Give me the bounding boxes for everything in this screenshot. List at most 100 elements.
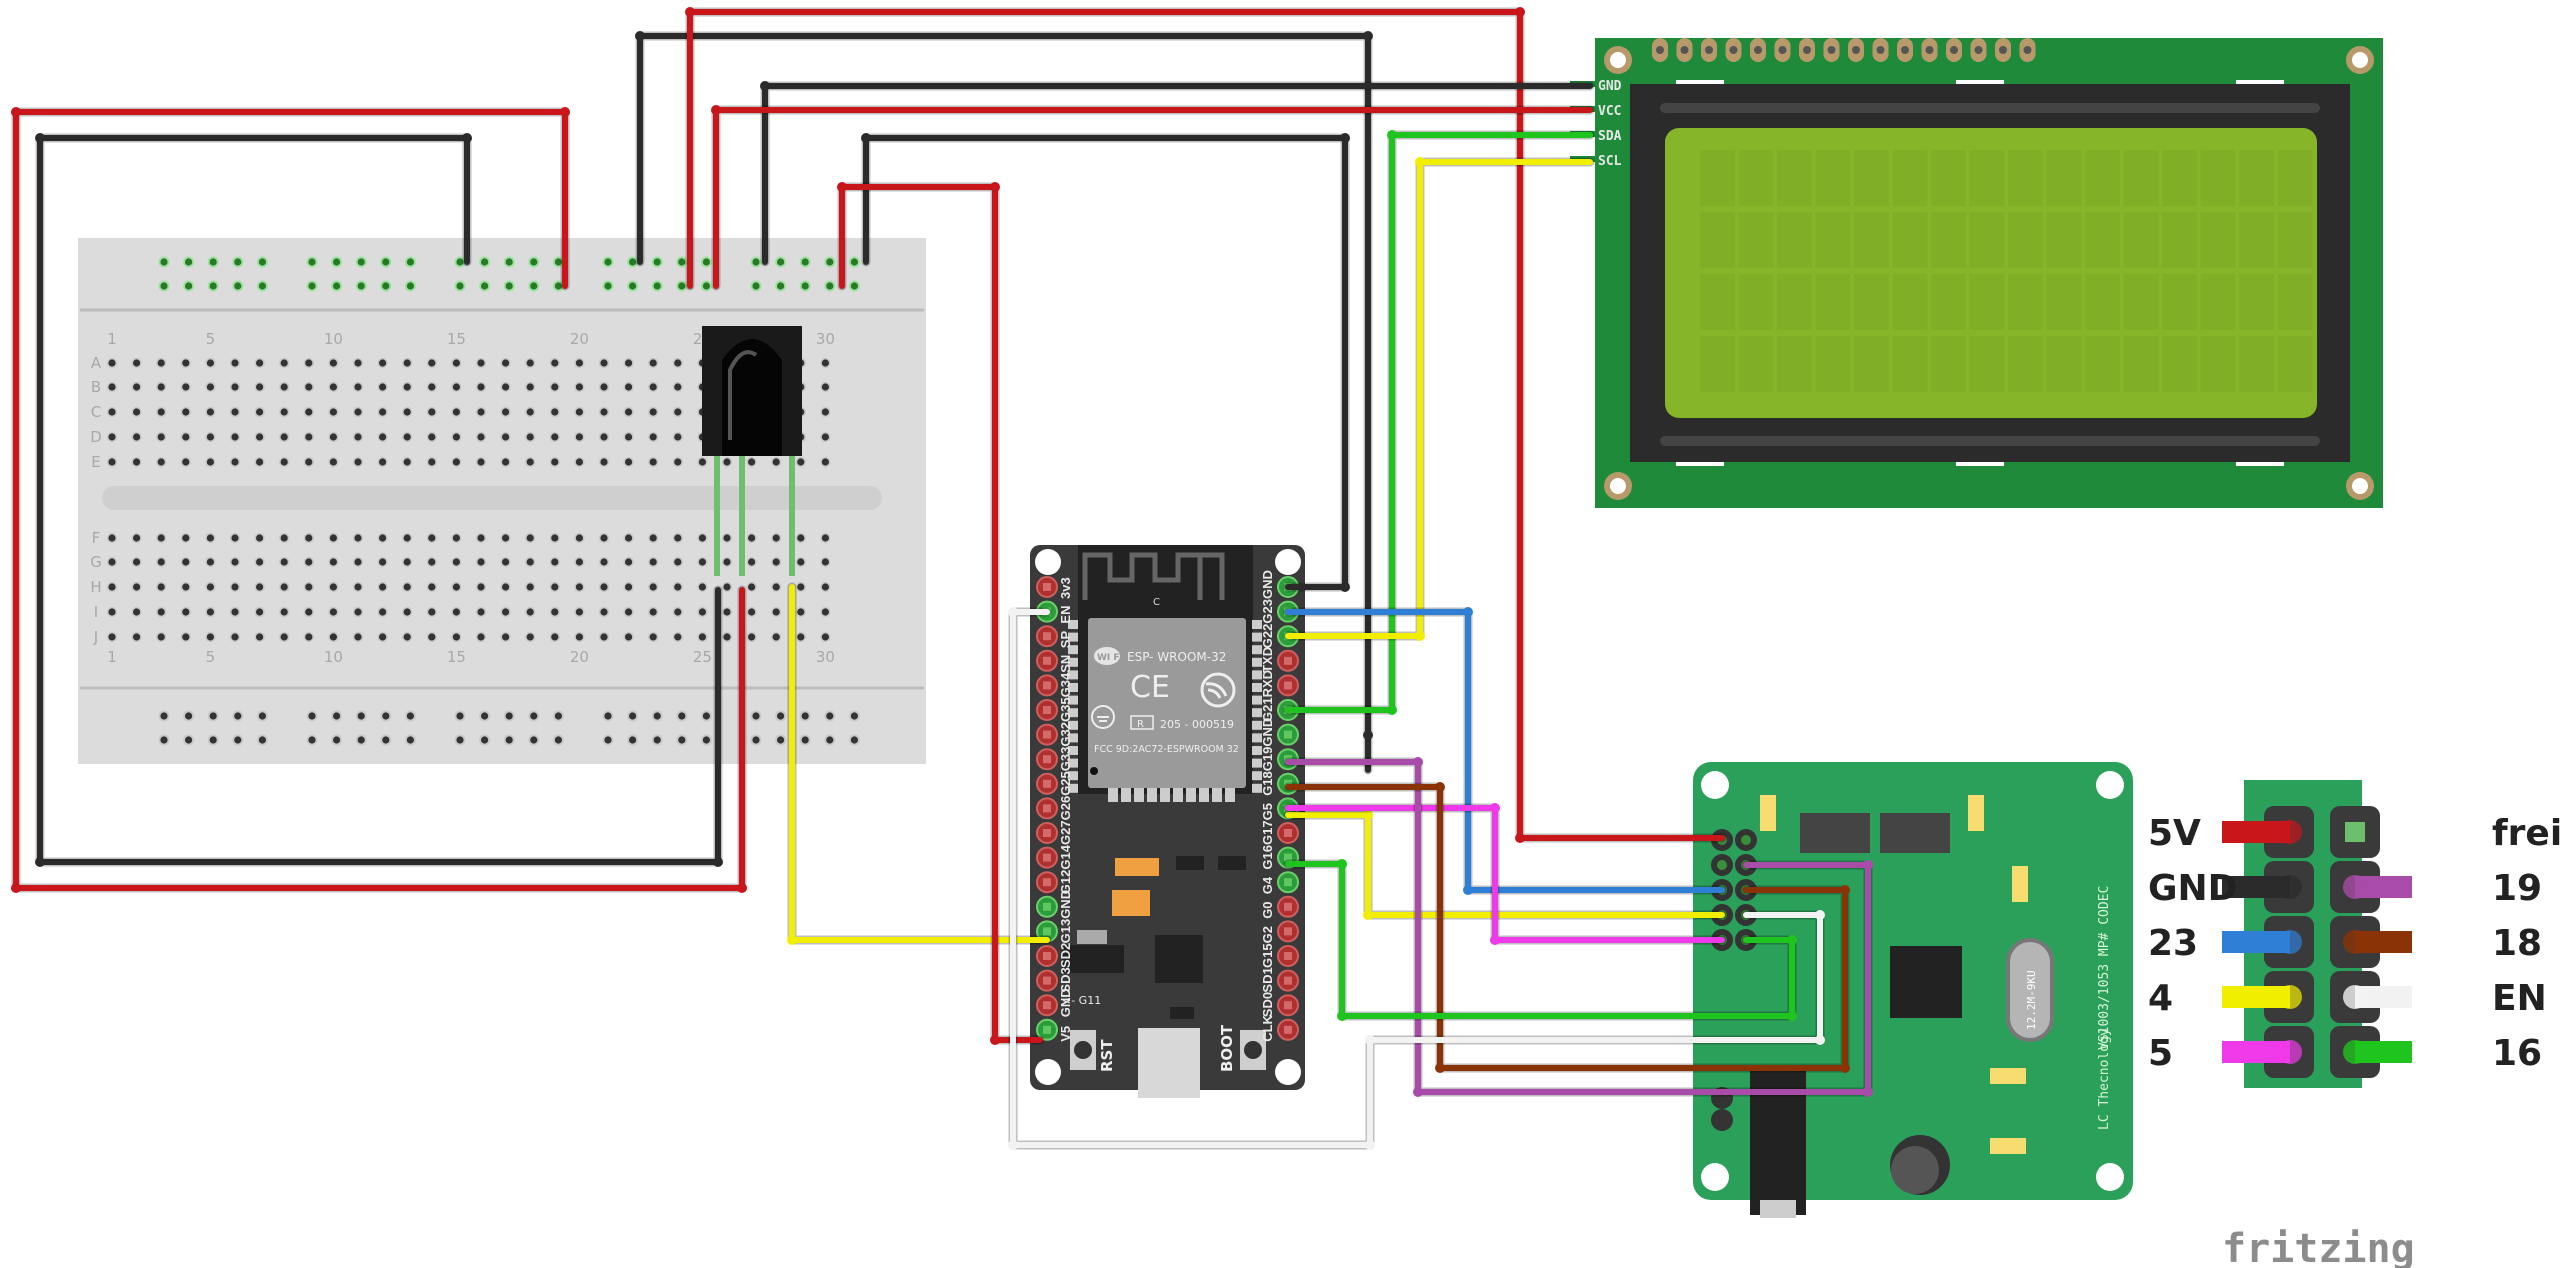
- breadboard-hole: [502, 558, 510, 566]
- breadboard-hole: [256, 633, 264, 641]
- wire-esp-gnd-outline: [861, 133, 1350, 592]
- esp32-pin-label: G5: [1260, 803, 1275, 820]
- micro-usb-port[interactable]: [1138, 1028, 1200, 1098]
- breadboard-hole: [600, 433, 608, 441]
- breadboard-hole: [329, 583, 337, 591]
- breadboard-hole: [575, 458, 584, 466]
- row-label: F: [92, 529, 101, 547]
- esp32-pin-pad: [1284, 779, 1292, 788]
- module-pad: [1068, 746, 1078, 755]
- rail-hole: [308, 282, 316, 290]
- breadboard-hole: [428, 433, 436, 441]
- crystal-label: 12.2M-9KU: [2025, 970, 2038, 1030]
- breadboard-hole: [797, 608, 805, 616]
- module-pad: [1252, 783, 1262, 793]
- wire-mosi-g23-outline: [1283, 607, 1727, 895]
- module-pad: [1199, 788, 1209, 802]
- breadboard-hole: [329, 458, 337, 466]
- breadboard-hole: [821, 583, 830, 591]
- lcd-character-grid: [1700, 150, 2313, 392]
- module-pad: [1252, 645, 1262, 655]
- breadboard-hole: [403, 408, 411, 416]
- wire-reset-en: [1010, 609, 1823, 1148]
- lcd-header-hole: [1656, 46, 1664, 54]
- esp32-pin-label: GND: [1058, 988, 1073, 1017]
- breadboard-hole: [379, 359, 387, 367]
- breadboard-hole: [551, 408, 559, 416]
- esp32-pin-label: GND: [1058, 890, 1073, 919]
- breadboard-hole: [477, 583, 485, 591]
- rail-hole: [678, 712, 686, 720]
- row-label: A: [91, 354, 102, 372]
- breadboard-hole: [649, 359, 657, 367]
- manufacturer-label: LC Thecnology: [2097, 1028, 2112, 1130]
- breadboard-hole: [723, 633, 731, 641]
- breadboard-hole: [182, 359, 190, 367]
- breadboard-hole: [477, 359, 485, 367]
- rail-hole: [185, 282, 193, 290]
- lcd-char-cell: [2008, 150, 2043, 206]
- legend-wire-end: [2278, 985, 2302, 1009]
- rail-hole: [185, 736, 193, 744]
- breadboard-hole: [821, 558, 830, 566]
- lcd-char-cell: [1815, 150, 1851, 206]
- rail-hole: [826, 258, 834, 266]
- lcd-char-cell: [2239, 150, 2274, 206]
- rail-hole: [850, 736, 859, 744]
- breadboard-hole: [305, 583, 313, 591]
- breadboard-hole: [821, 433, 830, 441]
- row-label: D: [90, 428, 102, 446]
- breadboard-hole: [452, 608, 460, 616]
- rail-hole: [752, 712, 760, 720]
- legend-wire-end: [2343, 1040, 2367, 1064]
- breadboard-hole: [206, 583, 214, 591]
- breadboard-hole: [133, 608, 141, 616]
- breadboard-hole: [280, 408, 288, 416]
- breadboard-hole: [182, 558, 190, 566]
- breadboard-hole: [674, 458, 682, 466]
- legend-wire-end: [2343, 875, 2367, 899]
- breadboard-hole: [231, 408, 239, 416]
- breadboard-hole: [182, 383, 190, 391]
- legend-wire-end: [2278, 1040, 2302, 1064]
- wire-bend: [1413, 757, 1423, 767]
- ir-receiver-leg-2: [739, 456, 745, 576]
- breadboard-hole: [379, 433, 387, 441]
- module-pad: [1160, 788, 1170, 802]
- breadboard-hole: [477, 608, 485, 616]
- lcd-marker: [2236, 462, 2284, 466]
- breadboard: 115510101515202025253030ABCDEFGHIJ: [78, 238, 926, 764]
- breadboard-hole: [526, 359, 534, 367]
- breadboard-hole: [305, 383, 313, 391]
- legend-wire-end: [2343, 930, 2367, 954]
- module-pad: [1068, 708, 1078, 718]
- rail-hole: [530, 712, 538, 720]
- lcd-char-cell: [2162, 336, 2197, 392]
- wire-bend: [787, 935, 797, 945]
- breadboard-hole: [133, 583, 141, 591]
- rail-hole: [234, 712, 242, 720]
- rail-hole: [333, 282, 341, 290]
- breadboard-hole: [674, 383, 682, 391]
- breadboard-hole: [108, 458, 116, 466]
- breadboard-hole: [600, 359, 608, 367]
- breadboard-hole: [649, 608, 657, 616]
- lcd-char-cell: [2239, 212, 2274, 268]
- breadboard-hole: [526, 433, 534, 441]
- breadboard-hole: [256, 383, 264, 391]
- module-pad: [1068, 645, 1078, 655]
- breadboard-hole: [108, 583, 116, 591]
- breadboard-hole: [329, 408, 337, 416]
- breadboard-hole: [748, 583, 756, 591]
- wires: [11, 7, 1873, 1150]
- r-badge: R: [1137, 719, 1144, 730]
- breadboard-hole: [305, 558, 313, 566]
- rail-hole: [456, 282, 464, 290]
- breadboard-hole: [329, 383, 337, 391]
- rail-hole: [554, 712, 563, 720]
- breadboard-hole: [526, 383, 534, 391]
- breadboard-hole: [600, 633, 608, 641]
- esp32-pin-pad: [1043, 583, 1051, 591]
- esp32-pin-pad: [1043, 804, 1051, 813]
- esp32-pin-pad: [1043, 976, 1051, 985]
